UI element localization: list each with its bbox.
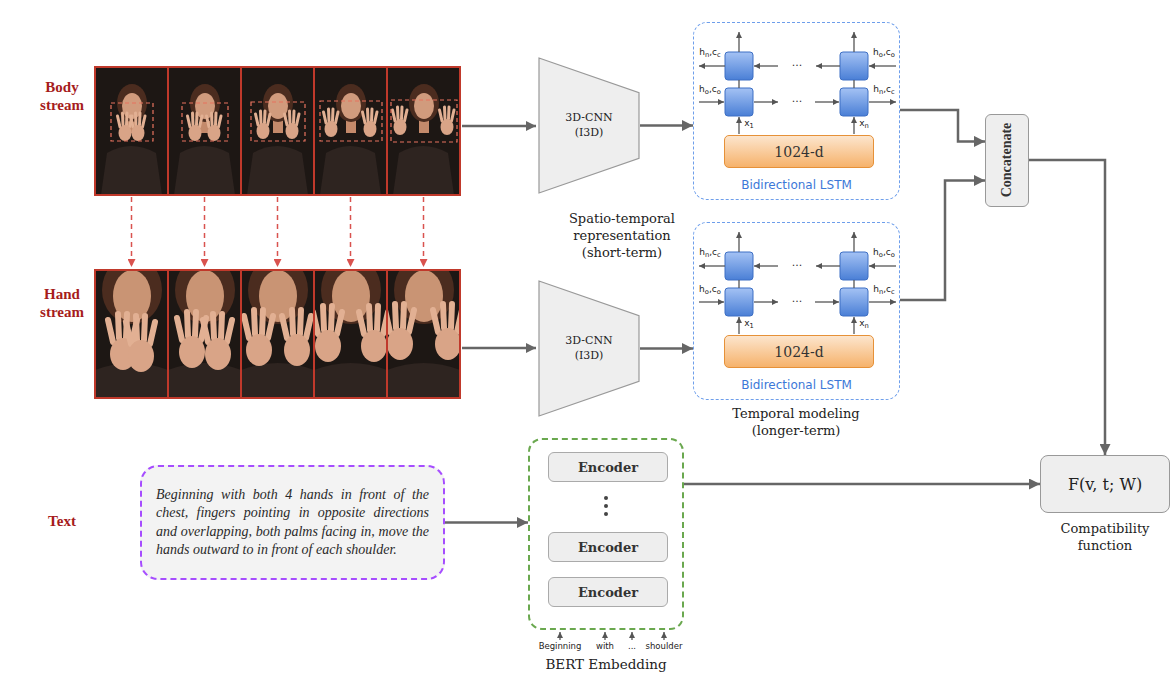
cnn-block: 3D-CNN (I3D) (538, 280, 640, 417)
input-label: x1 (742, 118, 756, 130)
flow-arrow (640, 124, 693, 127)
lstm-cells (699, 32, 896, 134)
ellipsis: ... (779, 292, 815, 306)
crop-arrows (132, 197, 424, 267)
flow-arrow (445, 521, 528, 524)
token-label: Beginning (534, 641, 586, 652)
block-label: 3D-CNN (I3D) (558, 334, 620, 364)
body-frame (95, 67, 168, 195)
body-frame (241, 67, 314, 195)
ellipsis: ... (779, 56, 815, 70)
function-label: F(v, t; W) (1049, 475, 1161, 494)
flow-arrow (900, 180, 985, 300)
flow-arrow (1029, 160, 1105, 455)
sign-description: Beginning with both 4 hands in front of … (156, 486, 429, 559)
body-frame (387, 67, 460, 195)
encoder-box: Encoder (548, 532, 668, 562)
cnn-block: 3D-CNN (I3D) (538, 57, 640, 194)
hand-frame (95, 256, 168, 398)
flow-arrow (684, 483, 1040, 486)
text-box: Beginning with both 4 hands in front of … (140, 465, 445, 580)
state-label: hn,cc (695, 247, 725, 259)
input-label: xn (857, 318, 871, 330)
flow-arrow (640, 347, 693, 350)
encoder-label: Encoder (555, 460, 661, 475)
encoder-box: Encoder (548, 577, 668, 607)
body-frame (314, 67, 387, 195)
bert-group: EncoderEncoderEncoderBERT Embedding (528, 438, 684, 630)
feature-box: 1024-d (724, 335, 874, 368)
body-frame (168, 67, 241, 195)
feature-label: 1024-d (731, 144, 867, 160)
encoder-label: Encoder (555, 540, 661, 555)
encoder-label: Encoder (555, 585, 661, 600)
input-arrows (462, 126, 536, 348)
concat-label: Concatenate (999, 123, 1015, 198)
state-label: ho,co (695, 284, 725, 296)
state-label: hn,cc (869, 284, 899, 296)
state-label: hn,cc (869, 84, 899, 96)
hand-frame (168, 256, 241, 398)
token-label: with (593, 641, 617, 652)
state-label: ho,co (869, 47, 899, 59)
state-label: hn,cc (695, 47, 725, 59)
hand-frame (385, 256, 462, 398)
ellipsis: ... (779, 256, 815, 270)
stream-label: Body stream (34, 78, 90, 114)
lstm-group: 1024-dBidirectional LSTM (693, 222, 900, 400)
stage-label: Temporal modeling (longer-term) (726, 406, 866, 440)
input-label: xn (857, 118, 871, 130)
feature-label: 1024-d (731, 344, 867, 360)
stage-label: Spatio-temporal representation (short-te… (559, 211, 685, 262)
function-box: F(v, t; W)Compatibility function (1040, 455, 1170, 513)
flow-arrow (900, 110, 985, 141)
lstm-cells (699, 232, 896, 334)
ellipsis: ... (779, 92, 815, 106)
token-label: shoulder (642, 641, 686, 652)
encoder-dots (604, 496, 608, 516)
feature-box: 1024-d (724, 135, 874, 168)
concat-box: Concatenate (985, 114, 1029, 207)
stream-label: Text (34, 512, 90, 530)
encoder-box: Encoder (548, 452, 668, 482)
group-title: Bidirectional LSTM (694, 178, 899, 193)
input-label: x1 (742, 318, 756, 330)
group-title: Bidirectional LSTM (694, 378, 899, 393)
state-label: ho,co (695, 84, 725, 96)
state-label: ho,co (869, 247, 899, 259)
hand-frame (313, 256, 388, 398)
hand-frame (241, 256, 314, 398)
stream-label: Hand stream (34, 285, 90, 321)
token-label: ... (624, 641, 640, 652)
function-caption: Compatibility function (1045, 521, 1165, 555)
block-label: 3D-CNN (I3D) (558, 111, 620, 141)
group-title: BERT Embedding (516, 656, 696, 672)
lstm-group: 1024-dBidirectional LSTM (693, 22, 900, 200)
token-arrows (560, 632, 664, 640)
